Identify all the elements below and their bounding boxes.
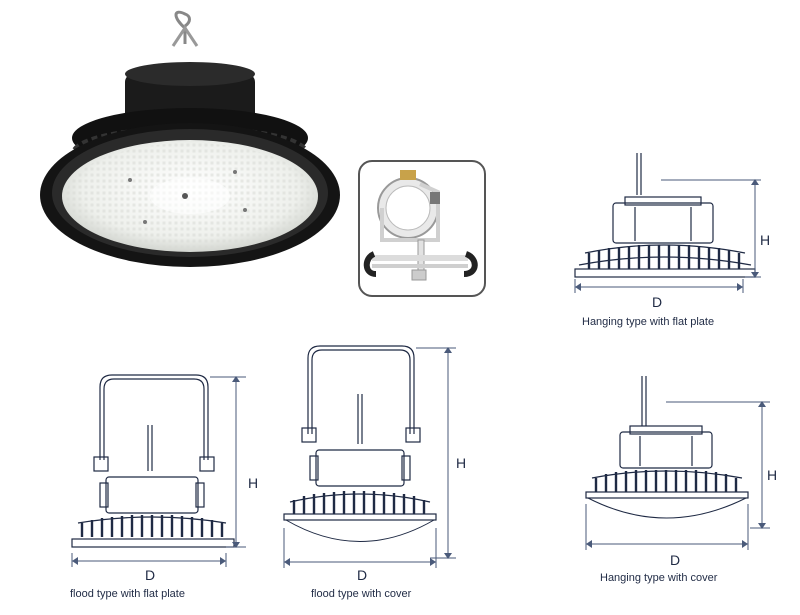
- fig4-diameter-label: D: [670, 552, 681, 568]
- fig2-caption: flood type with flat plate: [70, 588, 185, 600]
- fig3-height-label: H: [456, 455, 467, 471]
- diagram-flood-cover: [283, 345, 456, 568]
- fig2-height-label: H: [248, 475, 259, 491]
- product-photo: [40, 10, 340, 267]
- fig2-diameter-label: D: [145, 567, 156, 583]
- fig3-diameter-label: D: [357, 567, 368, 583]
- stand-thumbnail: [358, 160, 486, 297]
- fig4-caption: Hanging type with cover: [600, 572, 718, 584]
- fig3-caption: flood type with cover: [311, 588, 412, 600]
- fig1-diameter-label: D: [652, 294, 663, 310]
- diagram-hanging-flat: [574, 153, 761, 293]
- diagram-hanging-cover: [585, 376, 770, 550]
- fig4-height-label: H: [767, 467, 778, 483]
- diagram-flood-flat: [71, 374, 246, 567]
- fig1-caption: Hanging type with flat plate: [582, 316, 715, 328]
- fig1-height-label: H: [760, 232, 771, 248]
